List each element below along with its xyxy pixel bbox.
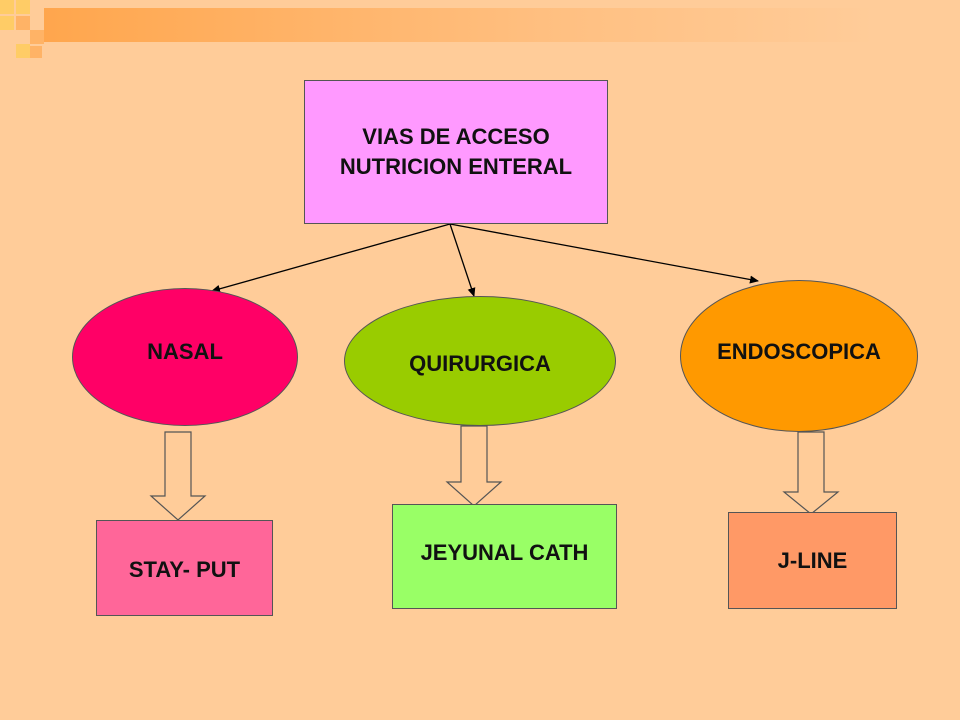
corner-square: [16, 44, 30, 58]
method-label: NASAL: [147, 339, 223, 364]
corner-square: [30, 30, 44, 44]
device-box-j-line: J-LINE: [728, 512, 897, 609]
corner-square: [0, 16, 14, 30]
corner-square: [16, 16, 30, 30]
down-arrow-icon: [149, 431, 207, 521]
device-label: STAY- PUT: [128, 557, 241, 582]
arrow-to-nasal: [211, 223, 451, 293]
method-label: QUIRURGICA: [409, 351, 551, 376]
method-label: ENDOSCOPICA: [717, 339, 881, 364]
device-label: JEYUNAL CATH: [420, 539, 589, 565]
root-node-box: VIAS DE ACCESO NUTRICION ENTERAL: [304, 80, 608, 224]
device-box-jeyunal-cath: JEYUNAL CATH: [392, 504, 617, 609]
arrow-to-endoscopica: [449, 223, 759, 284]
device-label: J-LINE: [777, 547, 848, 573]
device-box-stay-put: STAY- PUT: [96, 520, 273, 616]
down-arrow-icon: [445, 425, 503, 507]
arrow-to-quirurgica: [449, 223, 476, 297]
method-node-endoscopica: ENDOSCOPICA: [680, 280, 918, 432]
root-title-line1: VIAS DE ACCESO: [362, 124, 550, 149]
method-node-nasal: NASAL: [72, 288, 298, 426]
method-node-quirurgica: QUIRURGICA: [344, 296, 616, 426]
down-arrow-icon: [782, 431, 840, 515]
corner-square: [30, 46, 42, 58]
top-bar: [44, 8, 874, 42]
corner-square: [0, 0, 14, 14]
corner-square: [16, 0, 30, 14]
root-title-line2: NUTRICION ENTERAL: [339, 154, 573, 179]
